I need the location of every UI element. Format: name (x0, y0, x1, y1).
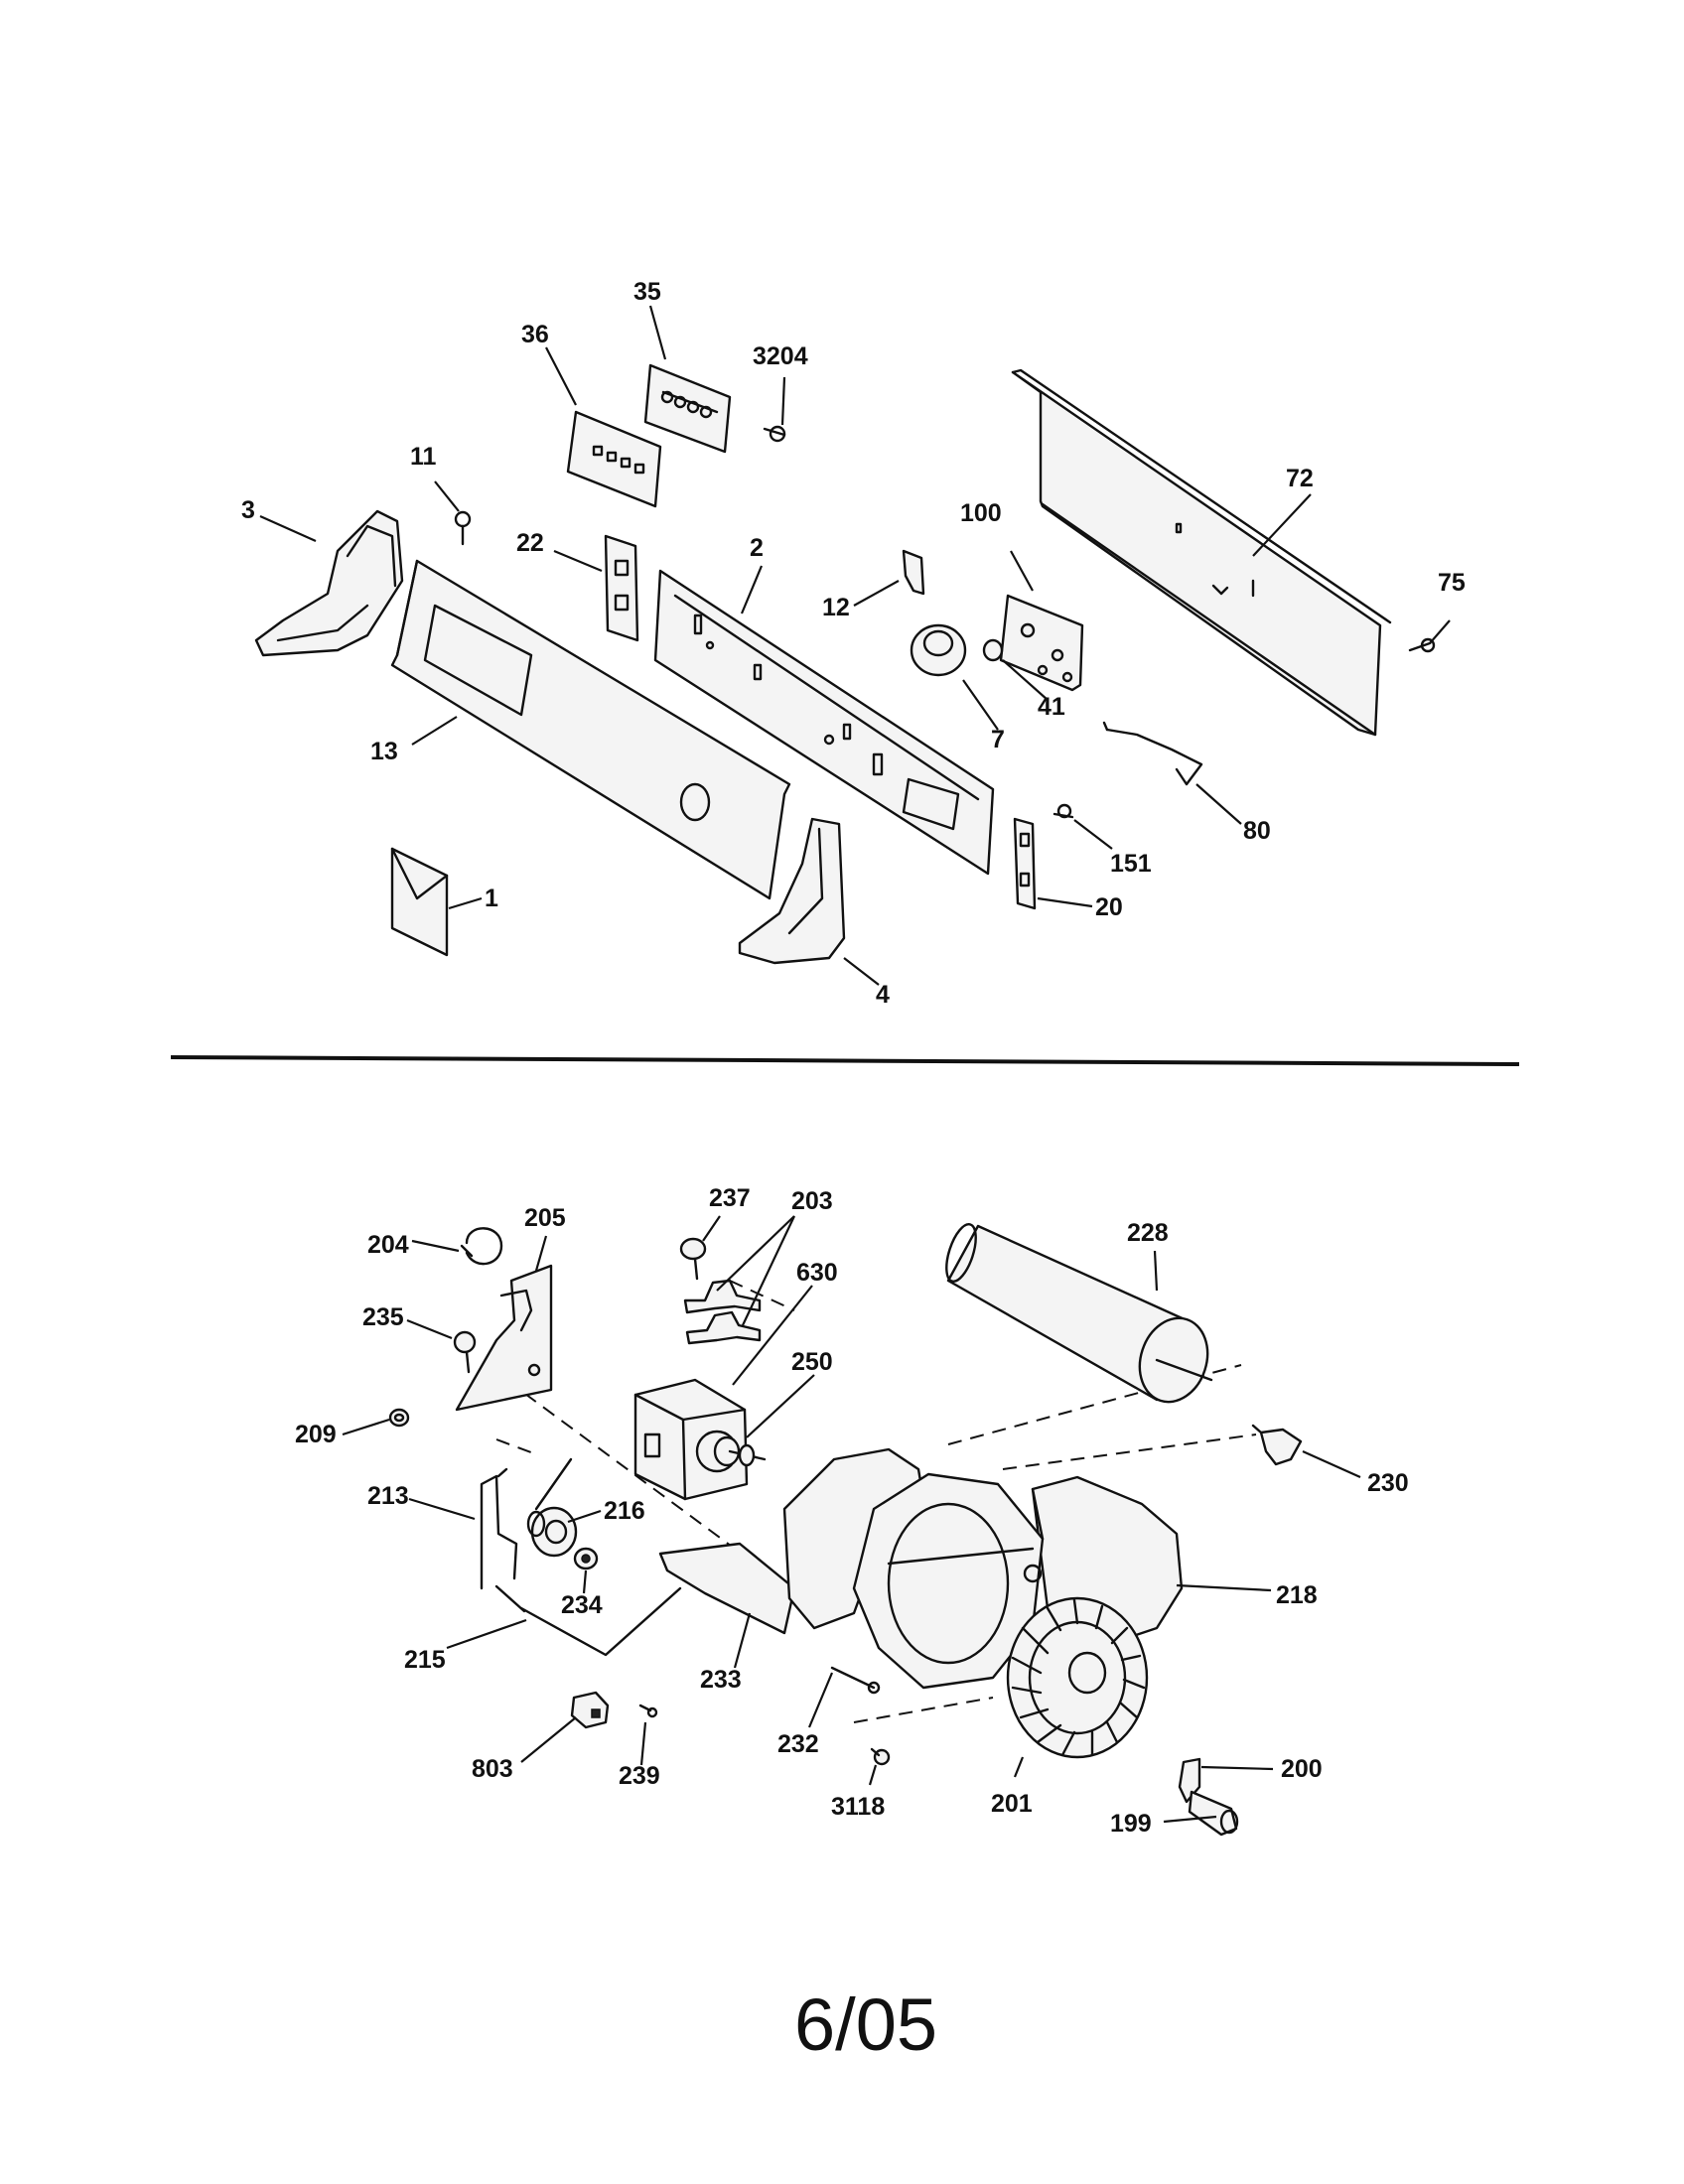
callout-233: 233 (700, 1666, 742, 1694)
part-630-motor (633, 1378, 749, 1501)
part-3-end-cap (254, 509, 404, 657)
callout-80: 80 (1243, 817, 1271, 845)
part-2-panel-frame (653, 569, 995, 876)
callout-13: 13 (370, 738, 398, 765)
lower-section: 237 203 205 204 228 630 235 250 209 230 … (295, 1184, 1409, 1838)
lower-leader-lines (342, 1215, 1361, 1824)
part-1-literature (390, 847, 449, 957)
section-divider (170, 1055, 1520, 1066)
part-218-blower-housing (782, 1447, 1184, 1690)
part-213-idler-arm (480, 1467, 518, 1590)
part-3204-screw (763, 425, 786, 443)
upper-leader-lines (259, 305, 1451, 986)
callout-213: 213 (367, 1482, 409, 1510)
part-22-bracket (604, 534, 639, 642)
callout-216: 216 (604, 1497, 645, 1525)
callout-22: 22 (516, 529, 544, 557)
page-number: 6/05 (794, 1983, 937, 2066)
part-75-screw (1408, 637, 1436, 653)
callout-215: 215 (404, 1646, 446, 1674)
callout-3204: 3204 (753, 342, 808, 370)
part-80-harness (1102, 721, 1203, 786)
callout-234: 234 (561, 1591, 603, 1619)
callout-250: 250 (791, 1348, 833, 1376)
part-13-control-panel (390, 559, 791, 900)
callout-72: 72 (1286, 465, 1314, 492)
callout-151: 151 (1110, 850, 1152, 878)
callout-630: 630 (796, 1259, 838, 1287)
part-209-nut (388, 1408, 410, 1428)
callout-200: 200 (1281, 1755, 1323, 1783)
callout-230: 230 (1367, 1469, 1409, 1497)
callout-2: 2 (750, 534, 764, 562)
part-36-button-pad (566, 410, 662, 508)
part-234-bushing (573, 1547, 599, 1570)
part-3118-screw (870, 1747, 891, 1766)
part-803-switch (570, 1691, 610, 1729)
part-250-pulley (713, 1435, 767, 1467)
part-201-blower-wheel (1006, 1596, 1149, 1759)
callout-3118: 3118 (831, 1793, 885, 1821)
callout-235: 235 (362, 1303, 404, 1331)
callout-75: 75 (1438, 569, 1466, 597)
callout-232: 232 (777, 1730, 819, 1758)
part-205-bracket (455, 1264, 553, 1412)
callout-100: 100 (960, 499, 1002, 527)
callout-35: 35 (633, 278, 661, 306)
part-100-timer (999, 594, 1084, 692)
part-41-spring (982, 638, 1004, 662)
part-216-idler-pulley (526, 1457, 578, 1558)
callout-205: 205 (524, 1204, 566, 1232)
callout-803: 803 (472, 1755, 513, 1783)
callout-11: 11 (410, 443, 437, 471)
part-233-motor-mount (658, 1542, 796, 1635)
callout-209: 209 (295, 1421, 337, 1448)
callout-239: 239 (619, 1762, 660, 1790)
part-12-clip (902, 549, 925, 596)
callout-7: 7 (991, 726, 1005, 753)
part-35-button-housing (643, 363, 732, 454)
part-237-screw (679, 1237, 707, 1281)
callout-1: 1 (485, 885, 498, 912)
part-215-spring (494, 1584, 682, 1657)
callout-228: 228 (1127, 1219, 1169, 1247)
part-7-knob (910, 623, 967, 677)
callout-41: 41 (1038, 693, 1065, 721)
callout-237: 237 (709, 1184, 751, 1212)
part-235-screw (453, 1330, 477, 1374)
part-11-screw (454, 510, 472, 546)
callout-218: 218 (1276, 1581, 1318, 1609)
callout-203: 203 (791, 1187, 833, 1215)
part-230-clip (1251, 1424, 1303, 1466)
part-72-rear-panel (1011, 368, 1392, 737)
callout-12: 12 (822, 594, 850, 621)
part-203-clamp (683, 1279, 762, 1345)
part-151-screw (1052, 803, 1074, 819)
upper-section: 35 36 3204 11 3 22 2 72 100 12 75 7 41 1… (241, 278, 1466, 1009)
part-20-bracket (1013, 817, 1037, 910)
callout-199: 199 (1110, 1810, 1152, 1838)
part-204-clip (460, 1227, 503, 1266)
callout-201: 201 (991, 1790, 1033, 1818)
part-199-fastener (1188, 1790, 1239, 1837)
callout-204: 204 (367, 1231, 409, 1259)
part-228-duct (945, 1223, 1213, 1404)
callout-3: 3 (241, 496, 255, 524)
part-239-screw (638, 1704, 658, 1718)
part-232-screw (830, 1666, 881, 1695)
part-4-end-cap (738, 817, 846, 965)
callout-20: 20 (1095, 893, 1123, 921)
callout-4: 4 (876, 981, 890, 1009)
callout-36: 36 (521, 321, 549, 348)
